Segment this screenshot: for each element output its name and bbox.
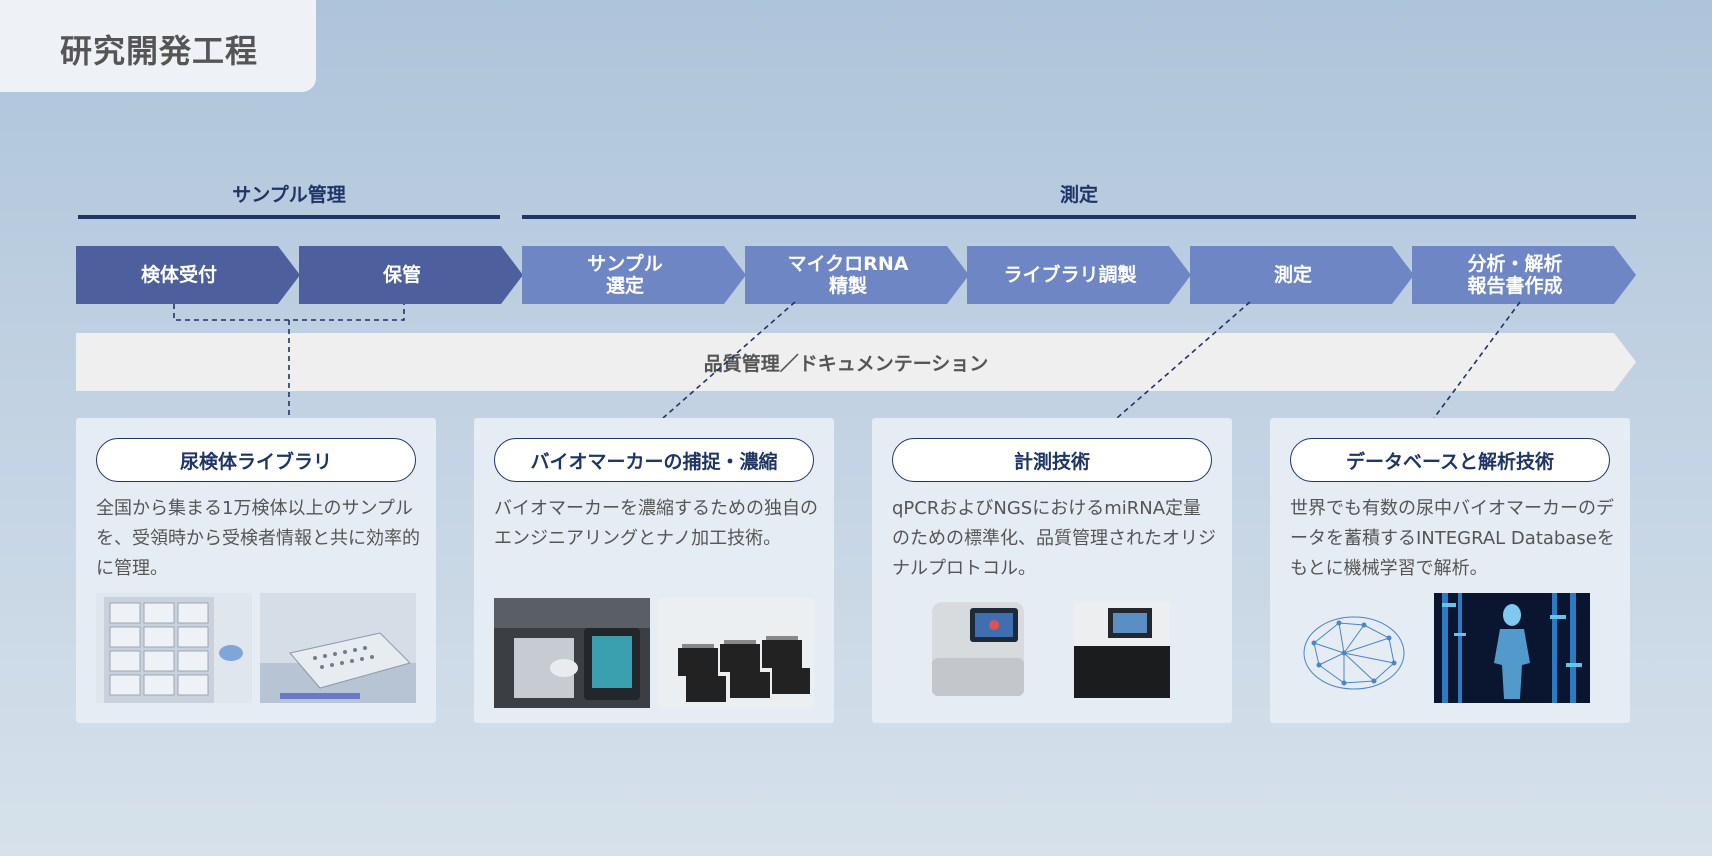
- dna-body-data-image: [1434, 593, 1590, 703]
- card-description: qPCRおよびNGSにおけるmiRNA定量のための標準化、品質管理されたオリジナ…: [892, 498, 1216, 579]
- card-title: データベースと解析技術: [1290, 438, 1610, 482]
- lab-instrument-image: [494, 598, 650, 708]
- storage-rack-image: [96, 593, 252, 703]
- card-title: バイオマーカーの捕捉・濃縮: [494, 438, 814, 482]
- qpcr-device-image: [928, 598, 1028, 708]
- step-specimen-reception: 検体受付: [76, 246, 300, 304]
- card-database-analysis: データベースと解析技術 世界でも有数の尿中バイオマーカーのデータを蓄積するINT…: [1270, 418, 1630, 723]
- step-analysis-report: 分析・解析 報告書作成: [1412, 246, 1636, 304]
- step-library-preparation: ライブラリ調製: [967, 246, 1191, 304]
- step-microrna-purification: マイクロRNA 精製: [745, 246, 969, 304]
- quality-management-bar: 品質管理／ドキュメンテーション: [76, 333, 1636, 391]
- card-title: 計測技術: [892, 438, 1212, 482]
- tip-racks-image: [658, 598, 814, 708]
- card-description: 全国から集まる1万検体以上のサンプルを、受領時から受検者情報と共に効率的に管理。: [96, 498, 420, 579]
- card-measurement-technology: 計測技術 qPCRおよびNGSにおけるmiRNA定量のための標準化、品質管理され…: [872, 418, 1232, 723]
- page-title: 研究開発工程: [60, 32, 259, 70]
- sample-plate-image: [260, 593, 416, 703]
- step-measurement: 測定: [1190, 246, 1414, 304]
- ngs-sequencer-image: [1070, 598, 1174, 708]
- group-line-measurement: [522, 215, 1636, 219]
- group-line-sample-management: [78, 215, 500, 219]
- step-storage: 保管: [299, 246, 523, 304]
- neural-network-brain-icon: [1294, 603, 1414, 703]
- group-label-sample-management: サンプル管理: [232, 184, 346, 206]
- card-urine-library: 尿検体ライブラリ 全国から集まる1万検体以上のサンプルを、受領時から受検者情報と…: [76, 418, 436, 723]
- card-title: 尿検体ライブラリ: [96, 438, 416, 482]
- card-description: 世界でも有数の尿中バイオマーカーのデータを蓄積するINTEGRAL Databa…: [1290, 498, 1615, 579]
- card-biomarker-capture: バイオマーカーの捕捉・濃縮 バイオマーカーを濃縮するための独自のエンジニアリング…: [474, 418, 834, 723]
- quality-management-label: 品質管理／ドキュメンテーション: [703, 352, 989, 375]
- step-sample-selection: サンプル 選定: [522, 246, 746, 304]
- group-label-measurement: 測定: [1059, 184, 1098, 206]
- card-description: バイオマーカーを濃縮するための独自のエンジニアリングとナノ加工技術。: [494, 498, 818, 549]
- title-tab: 研究開発工程: [0, 0, 316, 92]
